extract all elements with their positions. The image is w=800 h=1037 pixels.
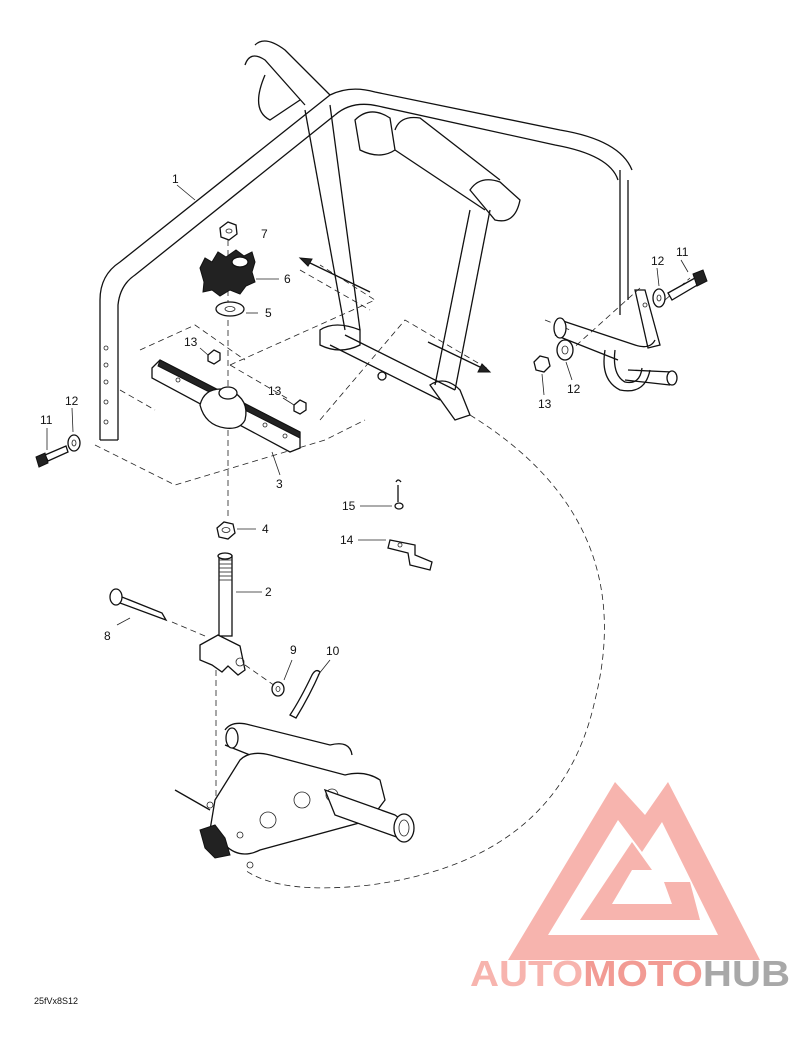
callout-15: 15 [342, 499, 356, 513]
logo-text-moto: MOTO [583, 953, 703, 994]
direction-arrows [298, 257, 492, 373]
logo-g-shape [580, 842, 700, 920]
left-hardware [35, 434, 81, 468]
right-bracket-assembly [533, 269, 708, 392]
callout-2: 2 [265, 585, 272, 599]
callout-13-center-right: 13 [268, 384, 282, 398]
logo-text-hub: HUB [703, 953, 790, 994]
logo-text-auto: AUTO [470, 953, 583, 994]
callouts: 1 2 3 4 5 6 7 8 9 10 11 11 12 12 12 13 1… [40, 172, 689, 658]
callout-3: 3 [276, 477, 283, 491]
frame-assembly [99, 40, 633, 441]
callout-13-center-left: 13 [184, 335, 198, 349]
callout-1: 1 [172, 172, 179, 186]
callout-8: 8 [104, 629, 111, 643]
pin-hardware [109, 588, 321, 719]
assembly-guides [94, 230, 691, 889]
diagram-code: 25fVx8S12 [34, 996, 78, 1006]
callout-10: 10 [326, 644, 340, 658]
clip-hardware [387, 479, 433, 571]
callout-12-left: 12 [65, 394, 79, 408]
callout-leaders [46, 184, 689, 681]
callout-13-right: 13 [538, 397, 552, 411]
callout-11-right: 11 [676, 245, 689, 259]
callout-14: 14 [340, 533, 354, 547]
center-hardware [151, 221, 307, 676]
callout-7: 7 [261, 227, 268, 241]
callout-9: 9 [290, 643, 297, 657]
callout-11-left: 11 [40, 413, 53, 427]
callout-12-right: 12 [651, 254, 665, 268]
callout-4: 4 [262, 522, 269, 536]
callout-5: 5 [265, 306, 272, 320]
callout-12-lower: 12 [567, 382, 581, 396]
hitch-bracket [174, 722, 415, 869]
callout-6: 6 [284, 272, 291, 286]
